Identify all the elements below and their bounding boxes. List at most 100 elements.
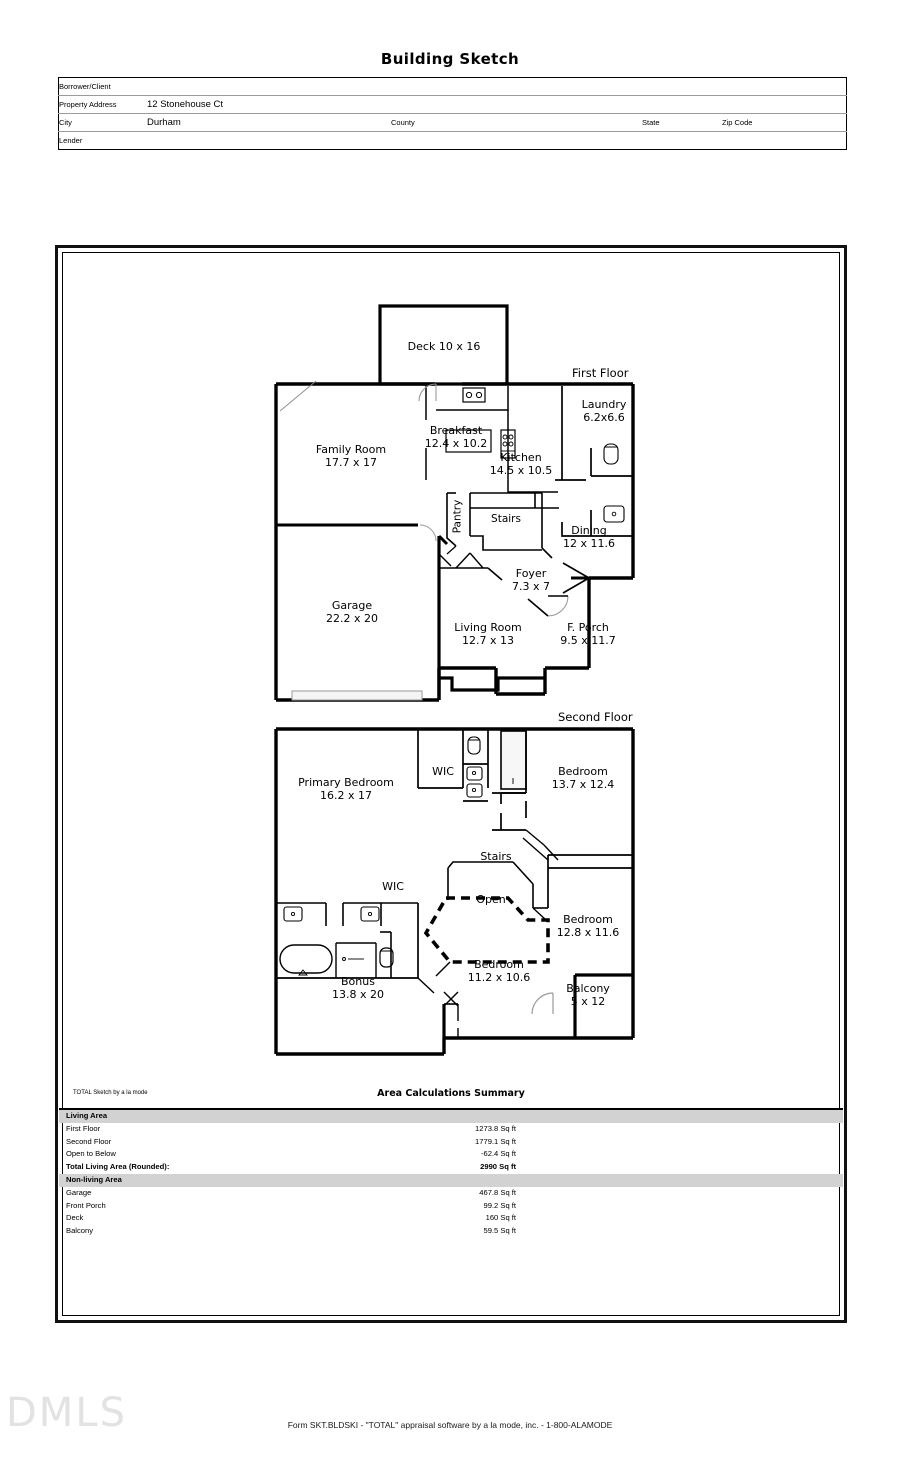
room-label-open-to-below: Open [476,893,506,906]
table-row-lender: Lender [59,132,847,150]
section-heading-nonliving-label: Non-living Area [66,1174,122,1184]
area-name-deck: Deck [66,1213,84,1223]
area-value-open-to-below: -62.4 Sq ft [480,1149,516,1159]
second-floor-title: Second Floor [558,710,633,724]
lender-value[interactable] [147,132,847,150]
room-dims-kitchen: 14.5 x 10.5 [489,464,553,477]
room-label-bedroom-lower: Bedroom 11.2 x 10.6 [468,958,531,984]
page-title: Building Sketch [380,50,520,68]
area-value-total-living: 2990 Sq ft [480,1162,516,1172]
property-info-table: Borrower/Client Property Address 12 Ston… [58,77,847,150]
room-name-bedroom-mid-right: Bedroom [563,913,613,926]
area-name-garage: Garage [66,1187,92,1197]
room-name-front-porch: F. Porch [567,621,609,634]
room-dims-bedroom-mid-right: 12.8 x 11.6 [556,926,620,939]
room-label-family-room: Family Room 17.7 x 17 [316,443,386,469]
table-row-second-floor: Second Floor 1779.1 Sq ft [59,1136,843,1149]
room-label-stairs-first: Stairs [491,513,521,525]
table-row-balcony: Balcony 59.5 Sq ft [59,1225,843,1238]
room-dims-bedroom-lower: 11.2 x 10.6 [467,971,531,984]
state-label: State [642,113,722,132]
county-value[interactable] [437,113,642,132]
borrower-value[interactable] [147,77,847,96]
room-label-bonus: Bonus 13.8 x 20 [332,975,384,1001]
room-dims-breakfast: 12.4 x 10.2 [424,437,488,450]
room-label-dining: Dining 12 x 11.6 [563,524,615,550]
city-value[interactable]: Durham [147,113,391,132]
room-label-laundry: Laundry 6.2x6.6 [582,398,627,424]
footer-form-note: Form SKT.BLDSKI - "TOTAL" appraisal soft… [287,1420,613,1430]
area-value-second-floor: 1779.1 Sq ft [475,1136,516,1146]
room-name-living-room: Living Room [454,621,522,634]
room-label-wic-lower: WIC [382,880,404,893]
room-label-deck: Deck 10 x 16 [408,340,481,353]
room-name-family-room: Family Room [315,443,387,456]
room-name-foyer: Foyer [515,567,547,580]
table-row-first-floor: First Floor 1273.8 Sq ft [59,1123,843,1136]
room-dims-front-porch: 9.5 x 11.7 [560,634,616,647]
room-label-primary-bedroom: Primary Bedroom 16.2 x 17 [298,776,394,802]
area-name-open-to-below: Open to Below [66,1149,116,1159]
area-calculations-summary-title: Area Calculations Summary [377,1088,525,1099]
room-dims-bedroom-upper-right: 13.7 x 12.4 [551,778,615,791]
room-name-deck: Deck [407,340,436,353]
room-label-kitchen: Kitchen 14.5 x 10.5 [490,451,553,477]
area-calculations-table: Living Area First Floor 1273.8 Sq ft Sec… [59,1108,843,1238]
area-value-garage: 467.8 Sq ft [479,1187,516,1197]
room-dims-primary-bedroom: 16.2 x 17 [319,789,372,802]
room-dims-living-room: 12.7 x 13 [462,634,514,647]
table-row-garage: Garage 467.8 Sq ft [59,1187,843,1200]
room-label-bedroom-mid-right: Bedroom 12.8 x 11.6 [557,913,620,939]
area-name-second-floor: Second Floor [66,1136,112,1146]
sketch-inner-border [62,252,840,1316]
area-name-total-living: Total Living Area (Rounded): [66,1162,170,1172]
room-dims-balcony: 5 x 12 [570,995,606,1008]
room-dims-deck: 10 x 16 [438,340,481,353]
room-name-bedroom-upper-right: Bedroom [558,765,608,778]
table-row-front-porch: Front Porch 99.2 Sq ft [59,1200,843,1213]
room-name-bedroom-lower: Bedroom [474,958,524,971]
room-name-primary-bedroom: Primary Bedroom [298,776,394,789]
room-name-balcony: Balcony [566,982,610,995]
table-row-property-address: Property Address 12 Stonehouse Ct [58,95,847,114]
property-address-value[interactable]: 12 Stonehouse Ct [147,95,847,114]
borrower-label: Borrower/Client [58,77,147,96]
room-dims-dining: 12 x 11.6 [563,537,615,550]
table-row-borrower: Borrower/Client [58,77,847,96]
room-label-balcony: Balcony 5 x 12 [566,982,610,1008]
city-label: City [58,113,147,132]
room-dims-bonus: 13.8 x 20 [332,988,384,1001]
area-name-balcony: Balcony [66,1226,94,1236]
room-dims-garage: 22.2 x 20 [326,612,378,625]
sketch-credit: TOTAL Sketch by a la mode [73,1090,148,1096]
room-name-laundry: Laundry [581,398,627,411]
room-label-front-porch: F. Porch 9.5 x 11.7 [560,621,616,647]
room-label-foyer: Foyer 7.3 x 7 [512,567,550,593]
area-section-heading-living: Living Area [59,1110,843,1123]
room-label-wic-upper: WIC [432,765,454,778]
area-name-front-porch: Front Porch [66,1200,106,1210]
area-value-front-porch: 99.2 Sq ft [483,1200,516,1210]
room-name-bonus: Bonus [341,975,375,988]
room-label-garage: Garage 22.2 x 20 [326,599,378,625]
room-label-pantry: Pantry [451,499,464,534]
zip-code-label: Zip Code [722,113,847,132]
room-name-garage: Garage [331,599,373,612]
section-heading-living-label: Living Area [66,1111,108,1120]
room-label-bedroom-upper-right: Bedroom 13.7 x 12.4 [552,765,615,791]
dmls-watermark: DMLS [6,1390,127,1436]
first-floor-title: First Floor [572,366,629,380]
room-dims-foyer: 7.3 x 7 [512,580,550,593]
room-label-living-room: Living Room 12.7 x 13 [454,621,522,647]
area-value-balcony: 59.5 Sq ft [483,1226,516,1236]
room-label-breakfast: Breakfast 12.4 x 10.2 [425,424,488,450]
area-summary-header: TOTAL Sketch by a la mode Area Calculati… [59,1088,843,1104]
table-row-deck: Deck 160 Sq ft [59,1212,843,1225]
area-value-deck: 160 Sq ft [485,1213,516,1223]
room-name-breakfast: Breakfast [429,424,483,437]
room-dims-laundry: 6.2x6.6 [583,411,625,424]
table-row-total-living-area: Total Living Area (Rounded): 2990 Sq ft [59,1161,843,1174]
area-value-first-floor: 1273.8 Sq ft [475,1123,516,1133]
lender-label: Lender [59,136,83,145]
table-row-open-to-below: Open to Below -62.4 Sq ft [59,1148,843,1161]
